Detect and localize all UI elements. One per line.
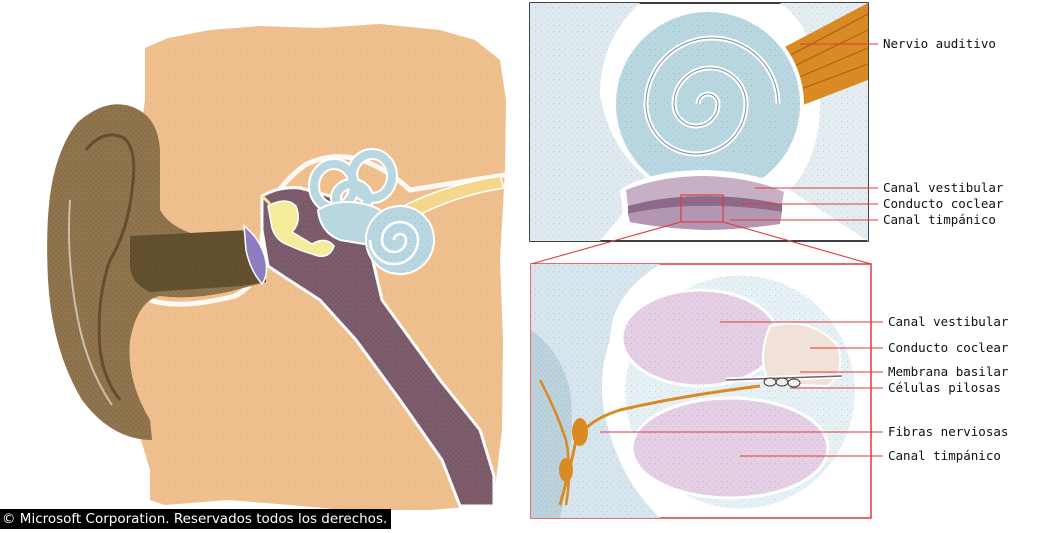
cross-section-panel: Canal vestibular Conducto coclear Membra… bbox=[531, 264, 1009, 518]
copyright-notice: © Microsoft Corporation. Reservados todo… bbox=[0, 509, 391, 529]
label-membrana-basilar: Membrana basilar bbox=[888, 364, 1009, 379]
label-nervio-auditivo: Nervio auditivo bbox=[883, 36, 996, 51]
label-canal-timpanico-bottom: Canal timpánico bbox=[888, 448, 1001, 463]
label-conducto-coclear-bottom: Conducto coclear bbox=[888, 340, 1009, 355]
label-fibras-nerviosas: Fibras nerviosas bbox=[888, 424, 1008, 439]
cochlea bbox=[366, 206, 434, 274]
label-canal-timpanico-top: Canal timpánico bbox=[883, 212, 996, 227]
label-canal-vestibular-top: Canal vestibular bbox=[883, 180, 1004, 195]
label-conducto-coclear-top: Conducto coclear bbox=[883, 196, 1004, 211]
label-celulas-pilosas: Células pilosas bbox=[888, 380, 1001, 395]
cochlea-detail-panel: Nervio auditivo Canal vestibular Conduct… bbox=[530, 3, 1004, 241]
hair-cells bbox=[764, 378, 800, 387]
label-canal-vestibular-bottom: Canal vestibular bbox=[888, 314, 1009, 329]
